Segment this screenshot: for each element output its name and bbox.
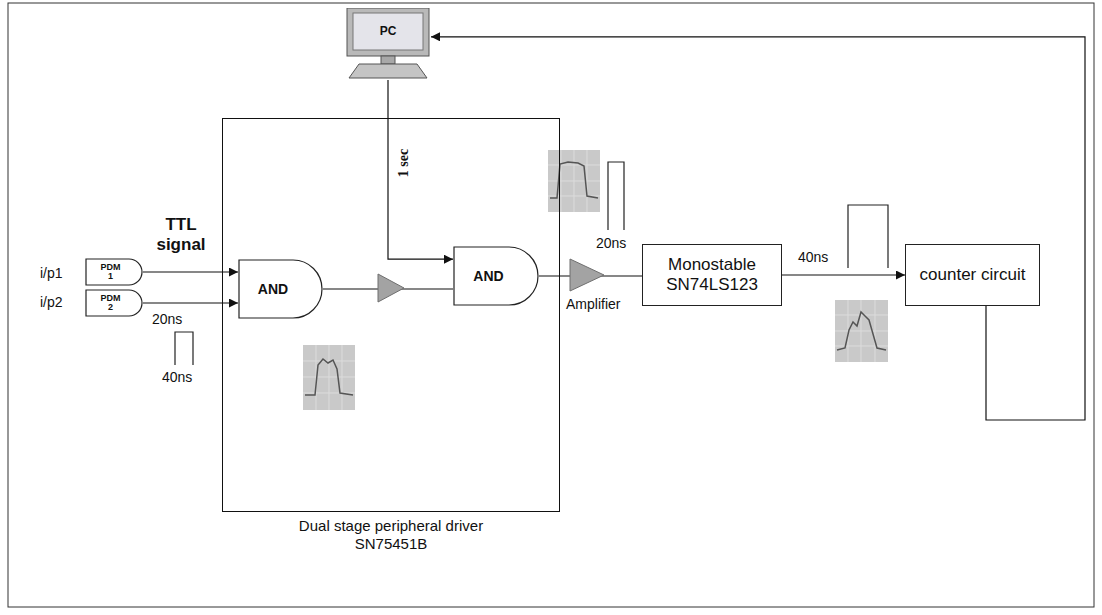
signal-wire (388, 80, 453, 259)
pulse-symbol (848, 205, 888, 268)
input-label: i/p1 (40, 265, 63, 281)
gate-shape (239, 260, 322, 318)
pulse-width-label: 20ns (596, 235, 626, 251)
scope-waveform (305, 359, 353, 395)
amplifier-symbol (570, 259, 604, 291)
scope-waveform (837, 312, 886, 350)
pc-monitor: PC (345, 8, 431, 80)
figure-frame (8, 3, 1094, 607)
pulse-width-label: 40ns (798, 249, 828, 265)
scope-image (303, 345, 355, 410)
pdm-source: PDM 1 (85, 258, 143, 286)
scope-image (548, 150, 600, 212)
pulse-symbol (608, 162, 624, 230)
node-text: AND (258, 281, 288, 297)
scope-grid (548, 150, 600, 212)
scope-grid (303, 345, 355, 410)
input-label: i/p2 (40, 294, 63, 310)
counter-box: counter circuit (905, 244, 1040, 306)
signal-wire (143, 302, 238, 303)
pdm-source: PDM 2 (85, 289, 143, 317)
gate-shape (86, 290, 142, 316)
signal-wire (782, 274, 905, 275)
signal-wire (143, 271, 238, 272)
amplifier-symbol (378, 274, 404, 302)
node-text: PC (380, 25, 397, 39)
monitor-neck (381, 56, 395, 64)
scope-waveform (550, 162, 598, 198)
monostable-box: Monostable SN74LS123 (642, 244, 782, 306)
monitor-screen (353, 13, 423, 50)
scope-screen (303, 345, 355, 410)
and-gate: AND (453, 246, 539, 306)
scope-grid (835, 300, 888, 362)
gate-shape (454, 247, 538, 305)
scope-screen (548, 150, 600, 212)
monitor-bezel (347, 8, 429, 56)
scope-image (835, 300, 888, 362)
monitor-base (349, 64, 427, 78)
monitor-icon (345, 8, 431, 80)
scope-screen (835, 300, 888, 362)
pulse-width-label: 20ns (152, 311, 182, 327)
node-text: AND (473, 268, 503, 284)
node-text: counter circuit (920, 265, 1026, 285)
timing-label: 1 sec (396, 149, 412, 177)
and-gate: AND (238, 259, 323, 319)
driver-chip-box: Dual stage peripheral driver SN75451BAND… (222, 118, 560, 512)
node-text: Monostable SN74LS123 (651, 255, 773, 296)
pulse-width-label: 40ns (162, 369, 192, 385)
node-text: PDM 2 (98, 294, 124, 313)
signal-wire (431, 37, 1085, 420)
amplifier-label: Amplifier (566, 296, 620, 312)
node-text: PDM 1 (98, 263, 124, 282)
node-text: Dual stage peripheral driver SN75451B (286, 517, 496, 553)
gate-shape (86, 259, 142, 285)
pulse-symbol (175, 332, 193, 365)
signal-label: TTL signal (150, 215, 212, 254)
